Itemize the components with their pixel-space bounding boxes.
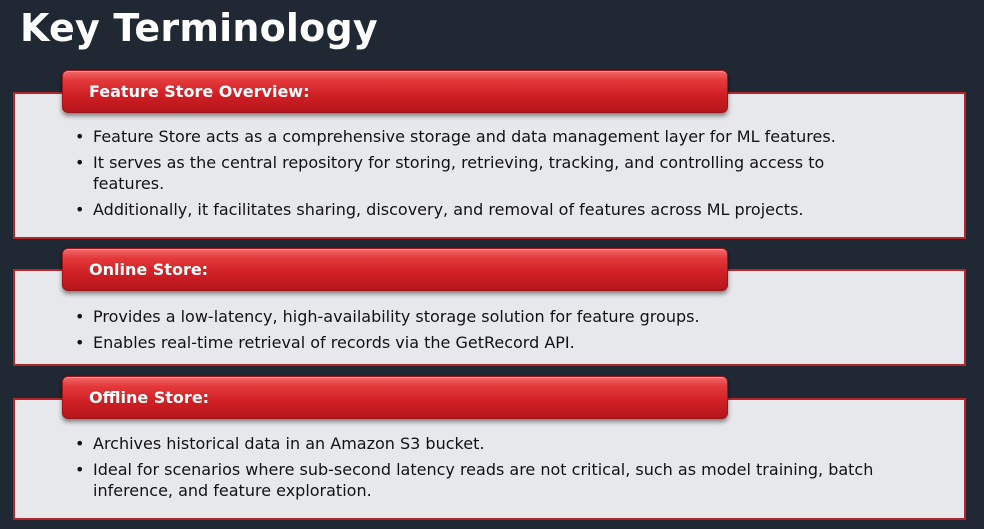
bullet-list-online-store: Provides a low-latency, high-availabilit…	[73, 306, 893, 358]
list-item: Enables real-time retrieval of records v…	[73, 332, 893, 353]
list-item: It serves as the central repository for …	[73, 152, 893, 194]
bullet-list-offline-store: Archives historical data in an Amazon S3…	[73, 433, 893, 506]
page-title: Key Terminology	[20, 6, 378, 50]
section-heading: Online Store:	[89, 260, 209, 279]
list-item: Ideal for scenarios where sub-second lat…	[73, 459, 893, 501]
list-item: Provides a low-latency, high-availabilit…	[73, 306, 893, 327]
section-header-online-store: Online Store:	[62, 248, 728, 291]
list-item: Feature Store acts as a comprehensive st…	[73, 126, 893, 147]
section-header-offline-store: Offline Store:	[62, 376, 728, 419]
section-heading: Offline Store:	[89, 388, 210, 407]
bullet-list-feature-store-overview: Feature Store acts as a comprehensive st…	[73, 126, 893, 225]
section-heading: Feature Store Overview:	[89, 82, 310, 101]
list-item: Additionally, it facilitates sharing, di…	[73, 199, 893, 220]
list-item: Archives historical data in an Amazon S3…	[73, 433, 893, 454]
section-header-feature-store-overview: Feature Store Overview:	[62, 70, 728, 113]
